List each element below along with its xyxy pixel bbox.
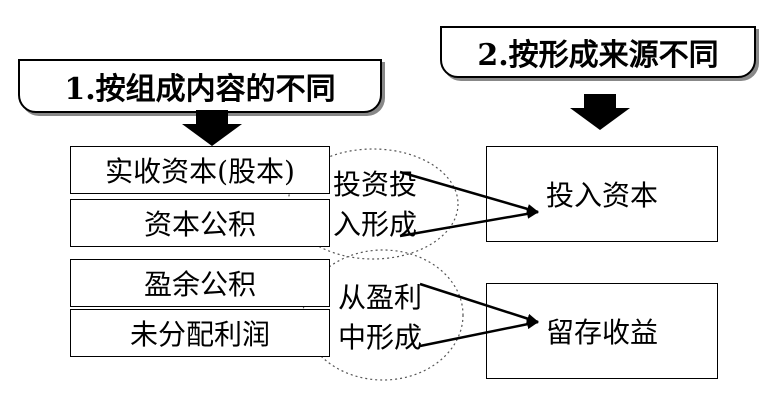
down-arrow-left-icon bbox=[182, 110, 242, 146]
category-invested-capital-label: 投入资本 bbox=[545, 179, 658, 212]
category-retained-earnings-label: 留存收益 bbox=[545, 316, 658, 349]
item-surplus-reserve: 盈余公积 bbox=[70, 259, 330, 307]
earnings-group-line-2: 中形成 bbox=[337, 321, 422, 354]
arrow-undistributed-to-retained bbox=[419, 319, 539, 348]
arrow-capital-reserve-to-invested bbox=[399, 208, 539, 238]
investment-group-label: 投资投 入形成 bbox=[320, 165, 430, 245]
earnings-group-line-1: 从盈利 bbox=[337, 281, 422, 314]
item-paid-in-capital: 实收资本(股本) bbox=[70, 146, 330, 194]
header-by-source-label: 2.按形成来源不同 bbox=[477, 38, 719, 73]
item-undistributed-profit: 未分配利润 bbox=[70, 309, 330, 357]
earnings-group-ellipse bbox=[302, 249, 464, 381]
arrow-surplus-to-retained bbox=[419, 282, 539, 324]
down-arrow-right-icon bbox=[570, 94, 630, 130]
item-capital-reserve-label: 资本公积 bbox=[143, 208, 256, 241]
category-invested-capital: 投入资本 bbox=[486, 146, 718, 242]
category-retained-earnings: 留存收益 bbox=[486, 283, 718, 379]
earnings-group-label: 从盈利 中形成 bbox=[325, 278, 435, 358]
arrow-paid-in-to-invested bbox=[399, 170, 539, 214]
header-by-source: 2.按形成来源不同 bbox=[440, 26, 756, 78]
investment-group-ellipse bbox=[287, 148, 459, 260]
item-paid-in-capital-label: 实收资本(股本) bbox=[105, 155, 295, 188]
item-undistributed-profit-label: 未分配利润 bbox=[129, 318, 270, 351]
item-surplus-reserve-label: 盈余公积 bbox=[143, 268, 256, 301]
header-by-composition: 1.按组成内容的不同 bbox=[18, 59, 382, 113]
item-capital-reserve: 资本公积 bbox=[70, 199, 330, 247]
header-by-composition-label: 1.按组成内容的不同 bbox=[64, 72, 336, 107]
